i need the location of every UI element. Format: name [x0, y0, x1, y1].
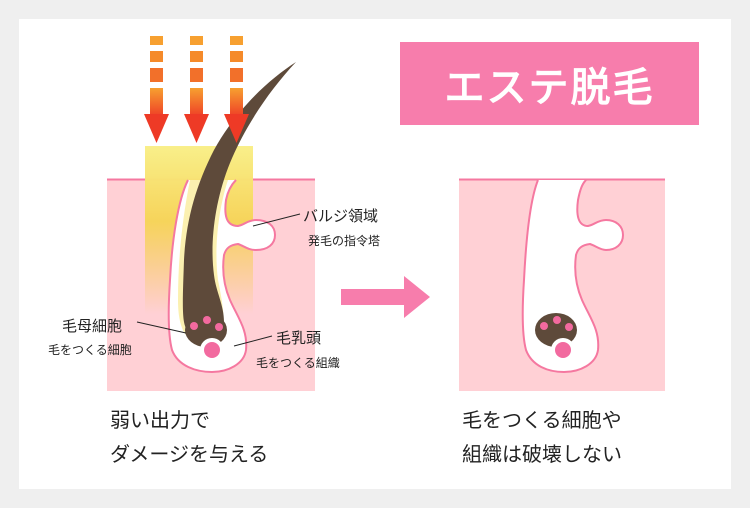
hair-shaft: [182, 62, 296, 340]
light-arrow: [184, 36, 209, 143]
title-banner: エステ脱毛: [400, 42, 699, 125]
left-caption-line2: ダメージを与える: [110, 442, 269, 466]
right-caption: 毛をつくる細胞や 組織は破壊しない: [462, 403, 622, 471]
matrix-cell-dot: [215, 323, 223, 331]
right-caption-line2: 組織は破壊しない: [462, 442, 622, 466]
matrix-cell-dot: [190, 322, 198, 330]
hair-bulb: [185, 313, 227, 347]
left-caption: 弱い出力で ダメージを与える: [110, 403, 268, 471]
right-caption-line1: 毛をつくる細胞や: [462, 408, 622, 432]
bulge-leader-line: [252, 213, 301, 227]
matrix-leader-line: [136, 321, 187, 334]
right-matrix-cell-dot: [553, 316, 561, 324]
papilla-core: [204, 342, 220, 358]
matrix-sub-label: 毛をつくる細胞: [48, 343, 132, 357]
result-arrow: [341, 276, 430, 318]
papilla-leader-line: [233, 335, 273, 347]
left-caption-line1: 弱い出力で: [110, 408, 210, 432]
bulge-sub-label: 発毛の指令塔: [308, 234, 381, 248]
right-matrix-cell-dot: [565, 323, 573, 331]
title-text: エステ脱毛: [444, 64, 655, 111]
light-arrows: [144, 36, 249, 143]
matrix-label: 毛母細胞: [62, 317, 123, 335]
bulge-label: バルジ領域: [303, 207, 379, 225]
light-arrow: [144, 36, 169, 143]
right-papilla-core: [555, 342, 571, 358]
papilla-label: 毛乳頭: [276, 329, 322, 347]
right-matrix-cell-dot: [540, 322, 548, 330]
matrix-cell-dot: [203, 316, 211, 324]
papilla-sub-label: 毛をつくる組織: [256, 356, 340, 370]
right-hair-bulb: [535, 313, 577, 347]
light-arrow: [224, 36, 249, 143]
